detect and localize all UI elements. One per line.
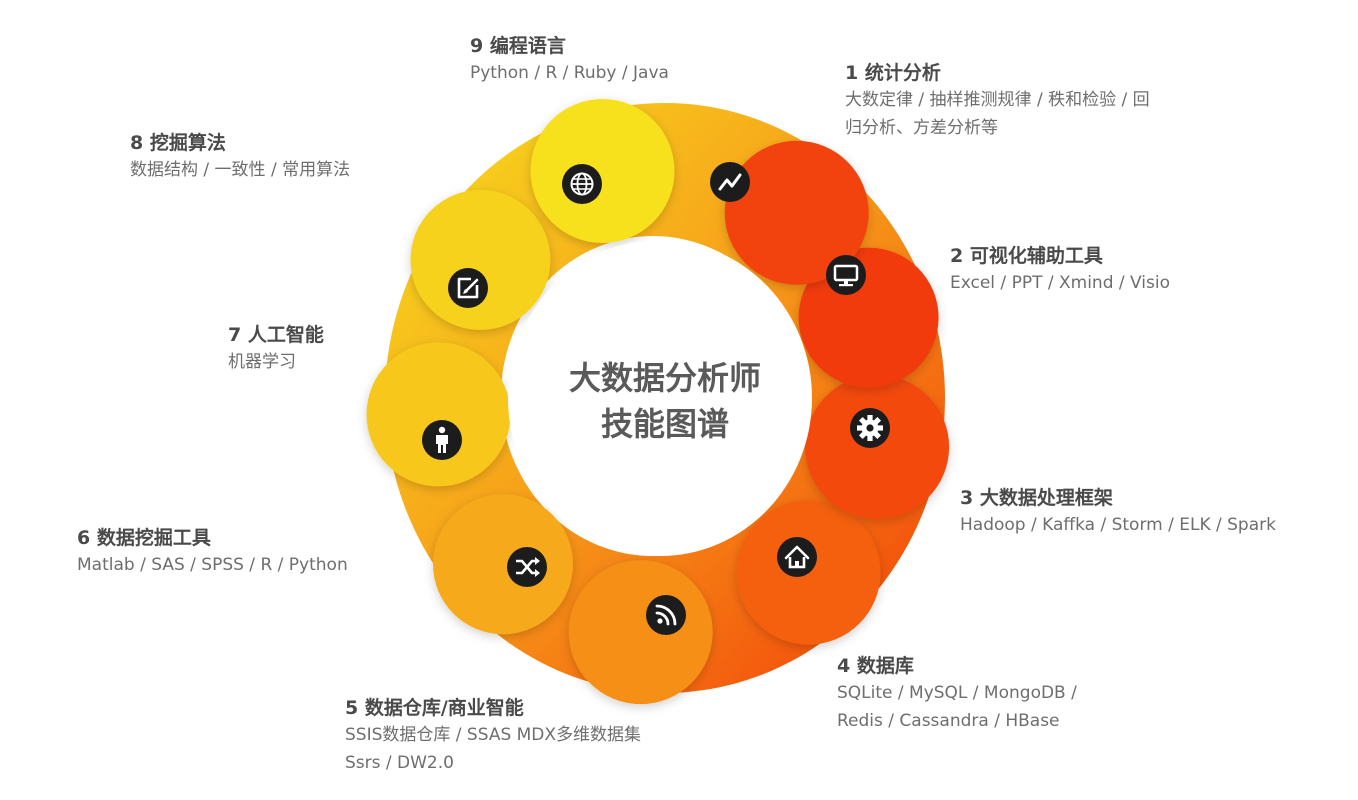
skill-desc: SQLite / MySQL / MongoDB / (837, 683, 1077, 703)
ring-segment-1 (724, 140, 869, 285)
skill-desc: SSIS数据仓库 / SSAS MDX多维数据集 (345, 725, 642, 745)
skill-label-3: 3 大数据处理框架 Hadoop / Kaffka / Storm / ELK … (960, 485, 1276, 539)
skill-label-9: 9 编程语言 Python / R / Ruby / Java (470, 33, 669, 87)
skill-label-5: 5 数据仓库/商业智能 SSIS数据仓库 / SSAS MDX多维数据集 Ssr… (345, 695, 641, 777)
skill-desc: Python / R / Ruby / Java (470, 63, 669, 83)
home-icon (777, 537, 817, 577)
skill-title: 3 大数据处理框架 (960, 487, 1113, 509)
person-icon (422, 420, 462, 460)
skill-desc: Excel / PPT / Xmind / Visio (950, 273, 1170, 293)
skill-label-7: 7 人工智能 机器学习 (228, 322, 324, 376)
ring-segment-9 (530, 99, 675, 243)
monitor-icon (826, 255, 866, 295)
skill-desc: Matlab / SAS / SPSS / R / Python (77, 555, 348, 575)
skill-desc: 归分析、方差分析等 (845, 118, 998, 138)
rss-icon (646, 595, 686, 635)
skill-title: 6 数据挖掘工具 (77, 527, 211, 549)
skill-desc: 大数定律 / 抽样推测规律 / 秩和检验 / 回 (845, 90, 1150, 110)
skill-label-8: 8 挖掘算法 数据结构 / 一致性 / 常用算法 (130, 130, 350, 184)
skill-title: 5 数据仓库/商业智能 (345, 697, 524, 719)
skill-title: 1 统计分析 (845, 62, 941, 84)
skill-desc: Redis / Cassandra / HBase (837, 711, 1060, 731)
skill-desc: Hadoop / Kaffka / Storm / ELK / Spark (960, 515, 1276, 535)
ring-segment-3 (805, 374, 950, 519)
center-title-line1: 大数据分析师 (568, 359, 761, 397)
skill-label-1: 1 统计分析 大数定律 / 抽样推测规律 / 秩和检验 / 回 归分析、方差分析… (845, 60, 1150, 142)
shuffle-icon (507, 547, 547, 587)
center-hole (508, 240, 812, 556)
ring-segment-8 (410, 189, 551, 330)
skill-title: 8 挖掘算法 (130, 132, 226, 154)
skill-title: 9 编程语言 (470, 35, 566, 57)
center-title: 大数据分析师 技能图谱 (505, 355, 825, 447)
trend-line-icon (710, 162, 750, 202)
skill-label-4: 4 数据库 SQLite / MySQL / MongoDB / Redis /… (837, 653, 1077, 735)
center-title-line2: 技能图谱 (600, 405, 729, 443)
edit-icon (448, 268, 488, 308)
globe-icon (562, 164, 602, 204)
gear-icon (850, 408, 890, 448)
ring-segment-6 (433, 494, 573, 635)
ring-segment-7 (366, 342, 511, 487)
skill-label-6: 6 数据挖掘工具 Matlab / SAS / SPSS / R / Pytho… (77, 525, 348, 579)
skill-title: 7 人工智能 (228, 324, 324, 346)
skill-title: 2 可视化辅助工具 (950, 245, 1103, 267)
skill-desc: 机器学习 (228, 352, 296, 372)
skill-desc: 数据结构 / 一致性 / 常用算法 (130, 160, 351, 180)
skill-title: 4 数据库 (837, 655, 914, 677)
skill-desc: Ssrs / DW2.0 (345, 753, 454, 773)
skill-label-2: 2 可视化辅助工具 Excel / PPT / Xmind / Visio (950, 243, 1170, 297)
ring-segment-5 (568, 560, 713, 705)
